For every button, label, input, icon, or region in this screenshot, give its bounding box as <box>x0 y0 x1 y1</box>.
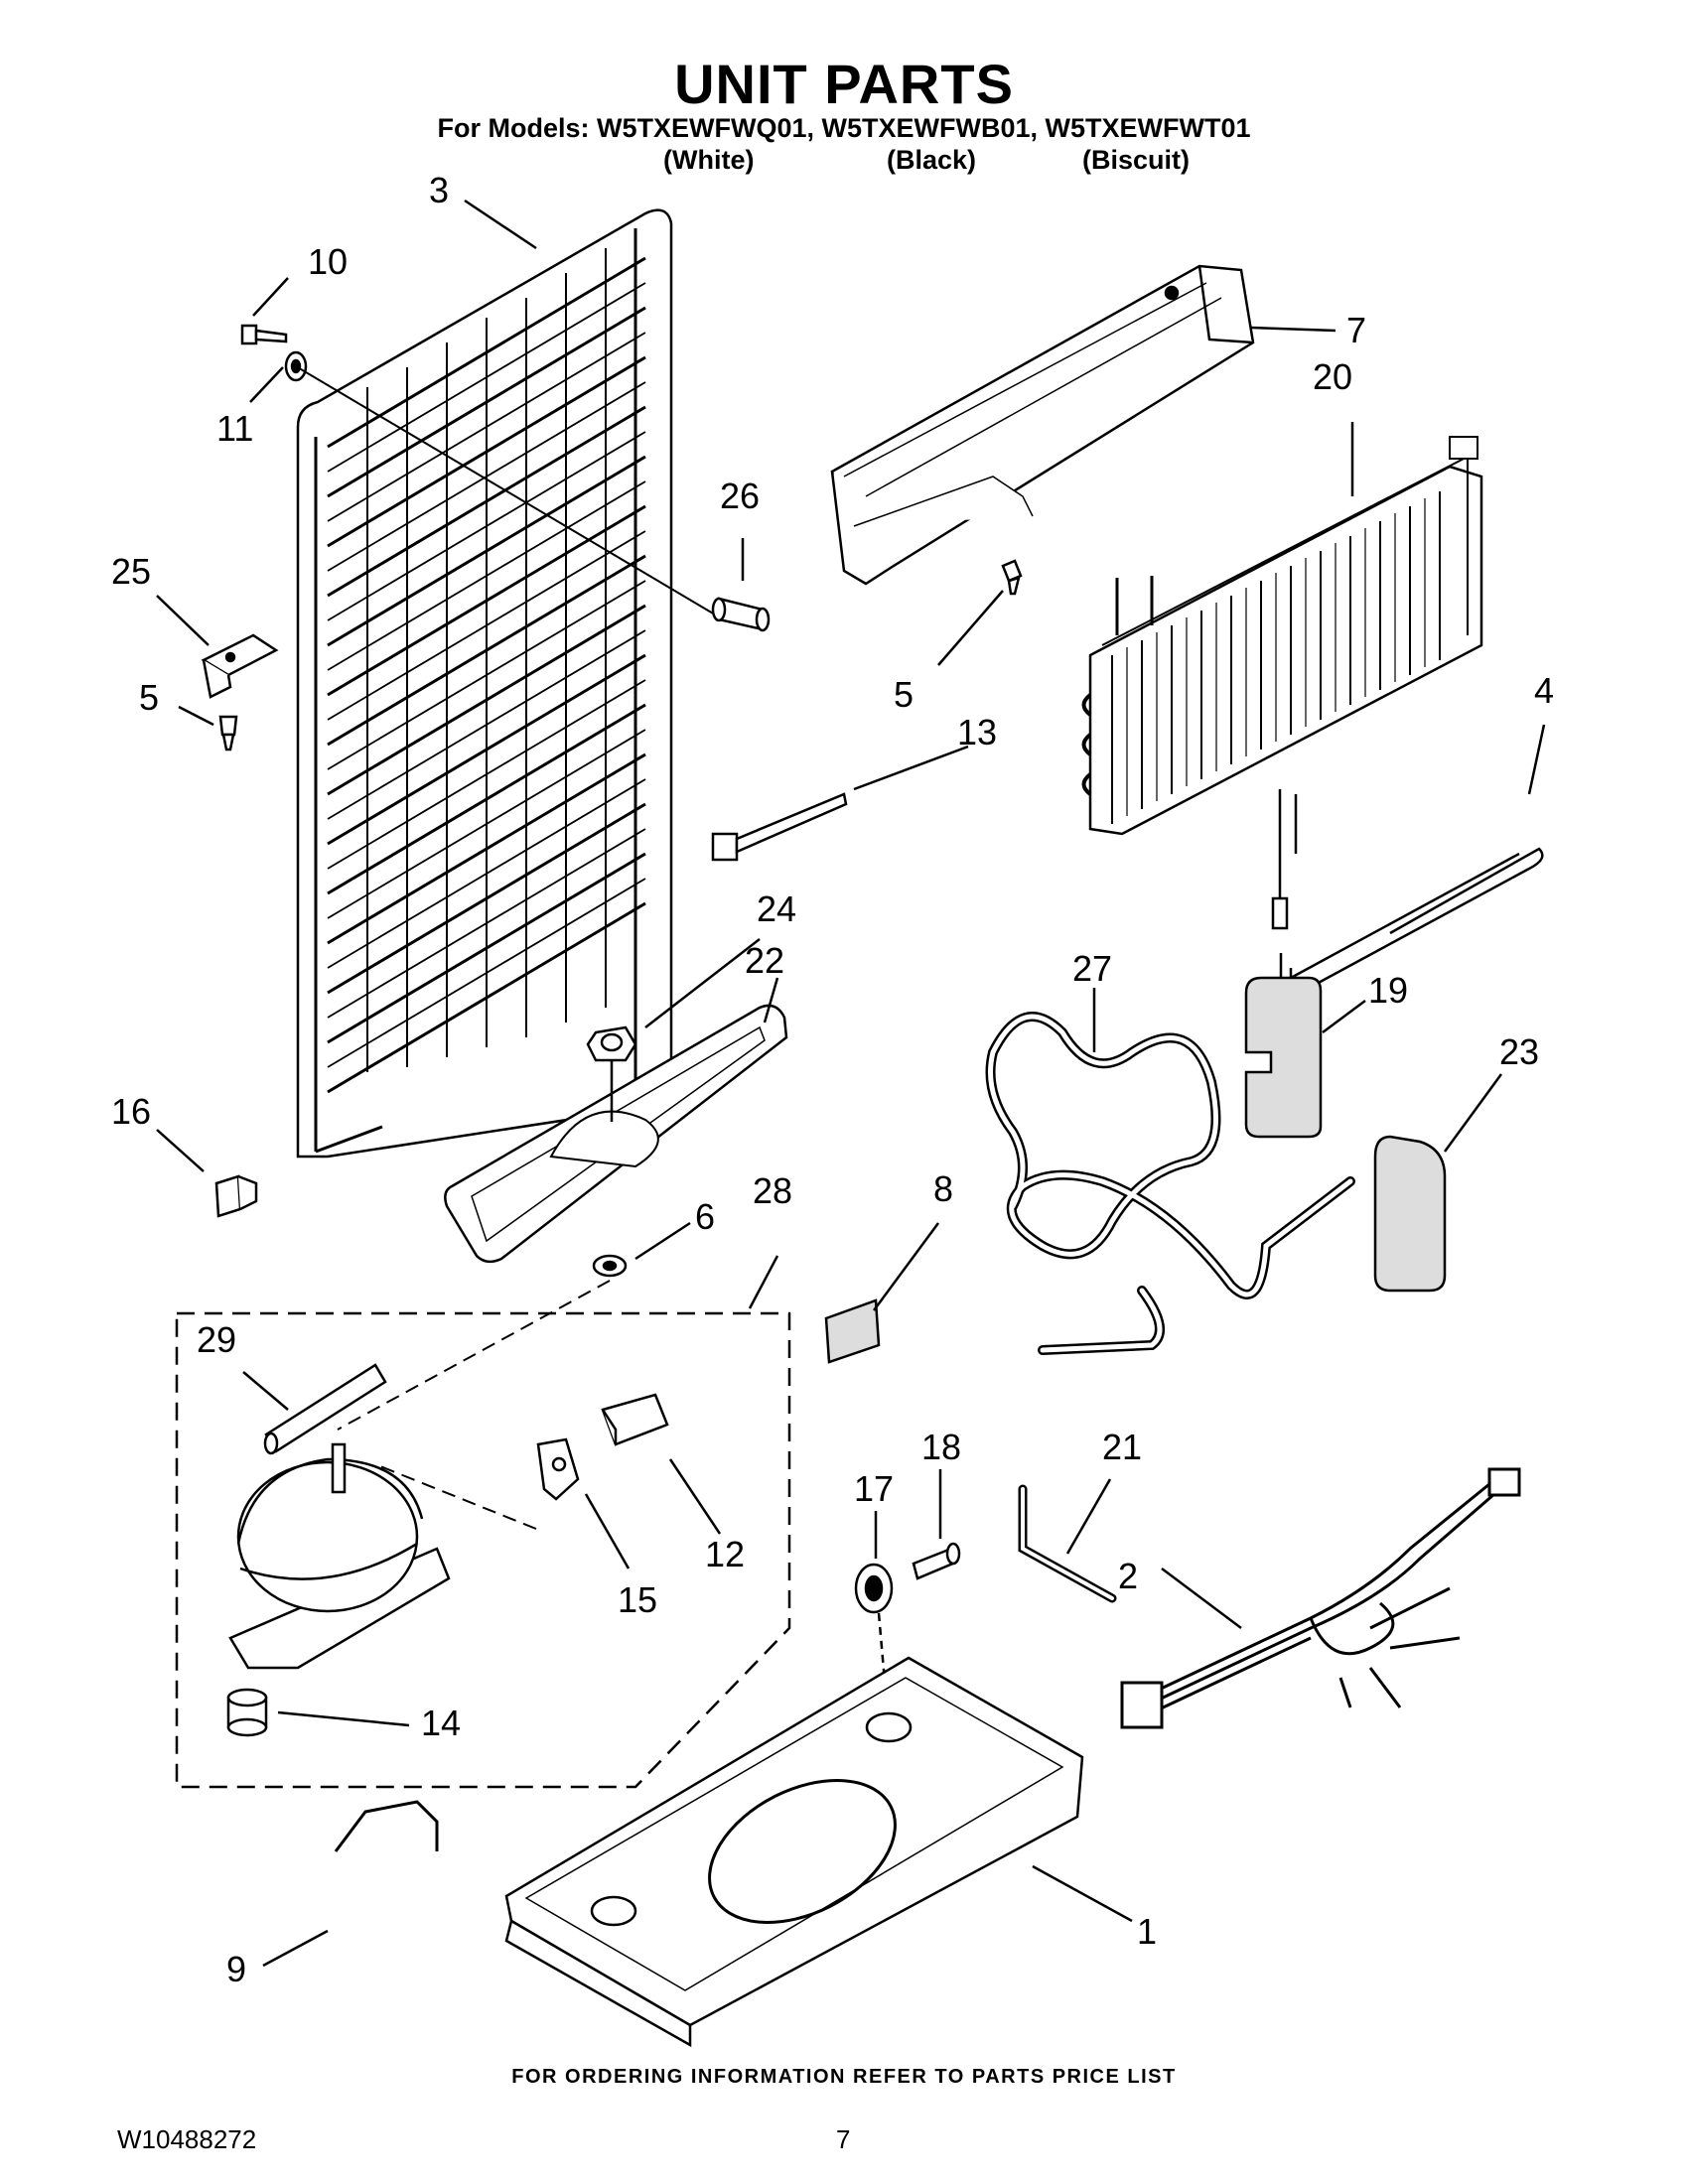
document-number: W10488272 <box>117 2124 257 2154</box>
callout-labels: 1 2 3 4 5 5 5 6 7 8 9 10 11 12 13 14 15 … <box>111 170 1554 1989</box>
callout-25: 25 <box>111 551 151 592</box>
models-line: For Models: W5TXEWFWQ01, W5TXEWFWB01, W5… <box>437 113 1251 143</box>
tie-wrap-13 <box>711 792 848 862</box>
callout-14: 14 <box>421 1703 461 1743</box>
variant-black: (Black) <box>887 145 977 175</box>
callout-3: 3 <box>429 170 449 210</box>
defrost-heater-4 <box>1271 789 1544 1001</box>
evaporator-cover-7 <box>830 264 1255 586</box>
callout-5-center: 5 <box>894 674 914 715</box>
callout-18: 18 <box>921 1427 961 1467</box>
callout-5-left: 5 <box>139 677 159 718</box>
callout-2: 2 <box>1118 1556 1138 1596</box>
callout-9: 9 <box>226 1949 246 1989</box>
callout-13: 13 <box>957 712 997 752</box>
page-number: 7 <box>836 2124 851 2154</box>
callout-12: 12 <box>705 1534 745 1574</box>
callout-1: 1 <box>1137 1911 1157 1952</box>
gasket-19 <box>1244 976 1323 1139</box>
callout-26: 26 <box>720 476 760 516</box>
callout-22: 22 <box>745 940 784 981</box>
callout-19: 19 <box>1368 970 1408 1011</box>
wiring-harness-2 <box>1120 1467 1521 1729</box>
callout-17: 17 <box>854 1468 894 1509</box>
tubing-27-inner <box>988 1014 1353 1353</box>
callout-29: 29 <box>197 1319 236 1360</box>
bracket-25 <box>201 633 279 699</box>
callout-23: 23 <box>1499 1031 1539 1072</box>
grommet-17 <box>854 1563 894 1728</box>
callout-27: 27 <box>1072 948 1112 989</box>
callout-8: 8 <box>933 1168 953 1209</box>
gasket-23 <box>1373 1135 1447 1293</box>
spacer-26 <box>711 597 771 632</box>
callout-28: 28 <box>753 1170 792 1211</box>
grommet-6 <box>592 1254 628 1278</box>
filter-drier-29 <box>263 1363 387 1455</box>
callout-4: 4 <box>1534 670 1554 711</box>
callout-11: 11 <box>216 408 253 449</box>
nut-24 <box>586 1025 637 1122</box>
clip-16 <box>214 1174 258 1218</box>
evaporator-20 <box>1081 436 1483 836</box>
relay-15 <box>536 1437 580 1501</box>
callout-24: 24 <box>757 888 796 929</box>
callout-16: 16 <box>111 1091 151 1132</box>
compressor <box>228 1442 451 1670</box>
callout-20: 20 <box>1313 356 1352 397</box>
callout-7: 7 <box>1346 310 1366 350</box>
callout-15: 15 <box>618 1579 657 1620</box>
overload-12 <box>601 1393 669 1446</box>
tube-21-inner <box>1021 1487 1114 1600</box>
callout-21: 21 <box>1102 1427 1142 1467</box>
page-title: UNIT PARTS <box>674 53 1014 115</box>
variant-biscuit: (Biscuit) <box>1082 145 1190 175</box>
wire-clip-9 <box>334 1800 439 1852</box>
condenser-coil <box>296 208 673 1159</box>
drain-pan-22 <box>444 1004 788 1264</box>
screw-10 <box>240 324 288 345</box>
grommet-14 <box>226 1688 268 1737</box>
insulation-8 <box>824 1298 881 1364</box>
ordering-note: FOR ORDERING INFORMATION REFER TO PARTS … <box>511 2066 1177 2088</box>
screw-18 <box>912 1542 961 1580</box>
screw-5-center <box>1001 559 1023 596</box>
variant-white: (White) <box>663 145 755 175</box>
callout-6: 6 <box>695 1196 715 1237</box>
base-plate-1 <box>504 1656 1084 2048</box>
screw-5-left <box>218 715 238 751</box>
tube-21 <box>1018 1484 1117 1603</box>
callout-10: 10 <box>308 241 348 282</box>
leader-lines <box>156 199 1546 1968</box>
compressor-kit-28-boundary <box>175 1280 791 1789</box>
